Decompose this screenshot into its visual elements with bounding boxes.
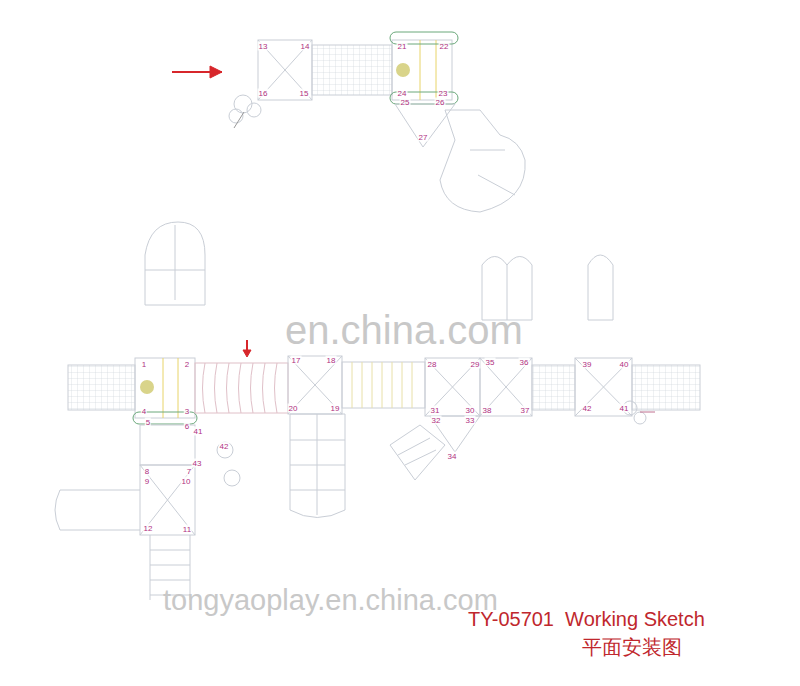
- callout-number: 13: [258, 42, 269, 51]
- callout-number: 33: [465, 416, 476, 425]
- callout-number: 15: [299, 89, 310, 98]
- callout-number: 29: [470, 360, 481, 369]
- callout-number: 9: [144, 477, 150, 486]
- callout-number: 42: [582, 404, 593, 413]
- callout-number: 37: [520, 406, 531, 415]
- callout-number: 3: [184, 407, 190, 416]
- callout-number: 31: [430, 406, 441, 415]
- callout-number: 17: [291, 356, 302, 365]
- watermark-text: tongyaoplay.en.china.com: [163, 584, 498, 617]
- callout-number: 21: [397, 42, 408, 51]
- callout-number: 2: [184, 360, 190, 369]
- callout-number: 18: [326, 356, 337, 365]
- callout-number: 39: [582, 360, 593, 369]
- callout-number: 6: [184, 422, 190, 431]
- callout-number: 22: [439, 42, 450, 51]
- callout-number: 35: [485, 358, 496, 367]
- callout-number: 16: [258, 89, 269, 98]
- callout-number: 25: [400, 98, 411, 107]
- callout-number: 20: [288, 404, 299, 413]
- callout-number: 4: [141, 407, 147, 416]
- callout-number: 42: [219, 442, 230, 451]
- callout-number: 1: [141, 360, 147, 369]
- callout-number: 32: [431, 416, 442, 425]
- callout-number: 28: [427, 360, 438, 369]
- callout-number: 36: [519, 358, 530, 367]
- callout-number: 41: [193, 427, 204, 436]
- callout-number: 41: [619, 404, 630, 413]
- callout-number: 5: [145, 418, 151, 427]
- callout-number: 23: [438, 89, 449, 98]
- callout-number: 26: [435, 98, 446, 107]
- callout-number: 38: [482, 406, 493, 415]
- callout-number: 8: [144, 467, 150, 476]
- watermark-text: en.china.com: [285, 308, 523, 353]
- callout-number: 12: [143, 524, 154, 533]
- callout-number: 10: [181, 477, 192, 486]
- sketch-title: TY-05701 Working Sketch: [468, 608, 705, 631]
- callout-number: 7: [186, 467, 192, 476]
- callout-number: 11: [182, 525, 192, 534]
- callout-number: 34: [447, 452, 458, 461]
- callout-number: 24: [397, 89, 408, 98]
- callout-number: 14: [300, 42, 311, 51]
- callout-number: 19: [330, 404, 341, 413]
- callout-number: 40: [619, 360, 630, 369]
- callout-number: 27: [418, 133, 429, 142]
- sketch-caption: 平面安装图: [582, 634, 682, 661]
- callout-number: 43: [192, 459, 203, 468]
- callout-number: 30: [465, 406, 476, 415]
